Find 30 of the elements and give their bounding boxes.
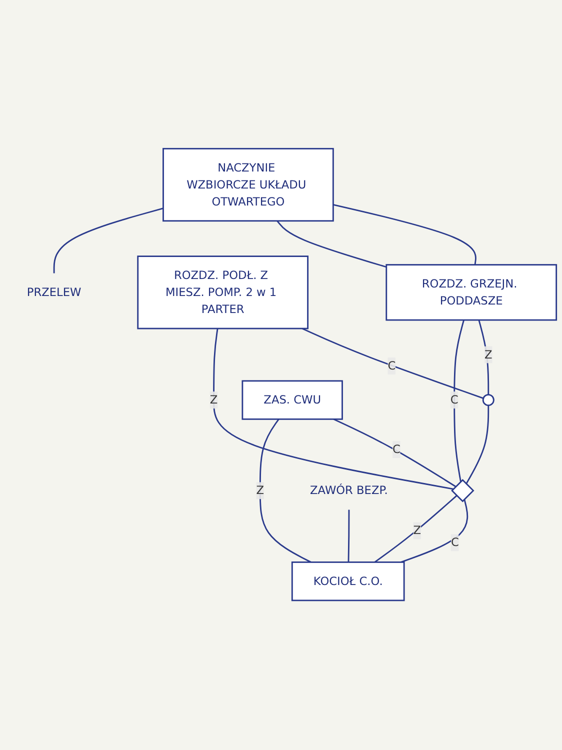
connector: [466, 406, 490, 485]
connector: [454, 320, 464, 482]
connector: [374, 496, 458, 564]
node-box: ROZDZ. PODŁ. Z MIESZ. POMP. 2 w 1 PARTER: [137, 256, 309, 330]
connector: [333, 204, 476, 266]
connector: [276, 220, 387, 268]
edge-label: Z: [210, 393, 218, 407]
edge-label: Z: [256, 484, 264, 498]
node-box: ZAS. CWU: [242, 380, 343, 420]
edge-label: C: [450, 536, 459, 550]
node-text: PRZELEW: [26, 286, 82, 300]
connector: [259, 419, 312, 564]
node-valve: [451, 480, 474, 503]
edge-label: C: [388, 359, 396, 373]
node-box: NACZYNIE WZBIORCZE UKŁADU OTWARTEGO: [162, 148, 334, 222]
edge-label: C: [392, 442, 400, 456]
connector: [400, 500, 468, 564]
connector: [53, 208, 164, 274]
connector: [348, 510, 350, 563]
connector: [333, 418, 456, 488]
edge-label: C: [450, 393, 458, 407]
node-circle: [482, 394, 494, 406]
edge-label: Z: [413, 524, 421, 538]
edge-label: Z: [484, 348, 492, 362]
node-box: KOCIOŁ C.O.: [291, 562, 405, 602]
node-text: ZAWÓR BEZP.: [310, 484, 388, 498]
connector: [213, 328, 454, 490]
node-box: ROZDZ. GRZEJN. PODDASZE: [386, 264, 558, 322]
connector: [302, 328, 484, 400]
connector: [478, 320, 490, 396]
